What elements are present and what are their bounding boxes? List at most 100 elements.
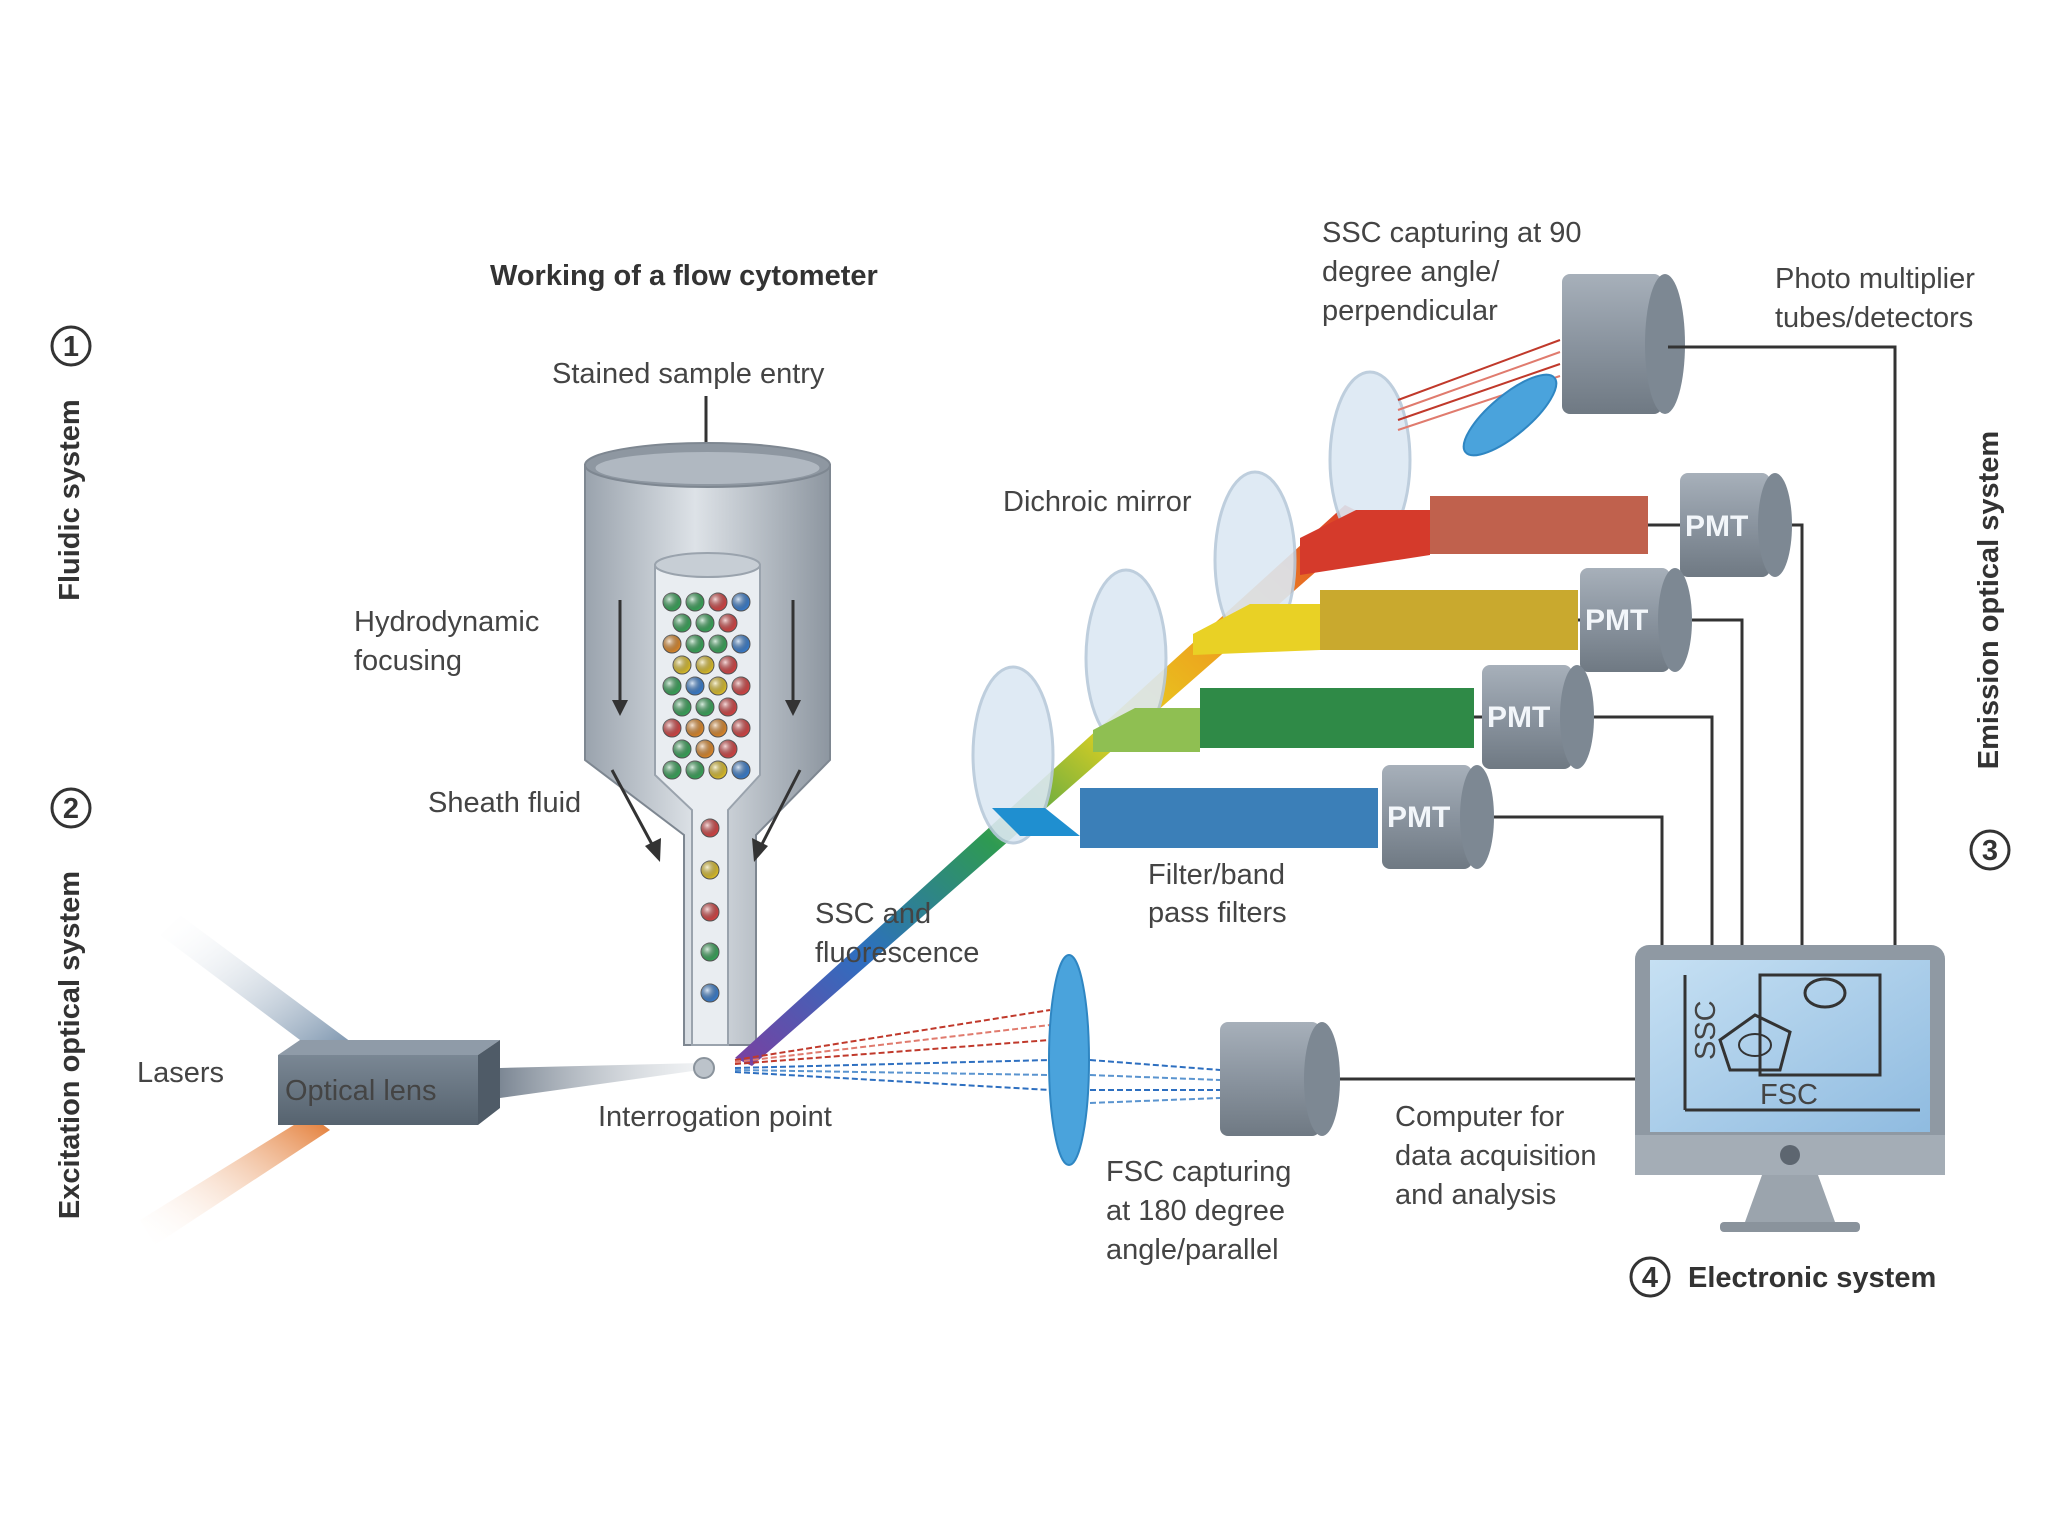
laser-beam-orange — [140, 1115, 330, 1245]
plot-y-label: SSC — [1690, 1000, 1722, 1060]
pmt-label-red: PMT — [1685, 510, 1748, 543]
hydrodynamic-label-line1: Hydrodynamic — [354, 606, 539, 638]
fsc-detector — [1220, 1022, 1340, 1136]
stained-cell-highlight — [719, 740, 737, 758]
stained-cell-highlight — [709, 635, 727, 653]
stained-cell-highlight — [732, 761, 750, 779]
plot-gate-rect — [1758, 973, 1882, 1077]
stained-cell-highlight — [701, 903, 719, 921]
stained-cell-highlight — [732, 719, 750, 737]
ssc-capture-label-line1: SSC capturing at 90 — [1322, 217, 1582, 249]
stained-cell-highlight — [701, 861, 719, 879]
stained-sample-entry-label: Stained sample entry — [552, 358, 825, 390]
pmt-detectors-label-line1: Photo multiplier — [1775, 263, 1975, 295]
sheath-fluid-label: Sheath fluid — [428, 787, 581, 819]
stained-cell-highlight — [673, 740, 691, 758]
stained-cell-highlight — [686, 593, 704, 611]
stained-cell-highlight — [719, 656, 737, 674]
fluidic-system-text: Fluidic system — [54, 399, 86, 600]
stained-cell-highlight — [696, 614, 714, 632]
signal-wires — [1340, 345, 1897, 1081]
stained-cell-highlight — [696, 740, 714, 758]
dichroic-mirror-1 — [971, 665, 1055, 845]
stained-cell-highlight — [719, 614, 737, 632]
ssc-capture-label-line3: perpendicular — [1322, 295, 1498, 327]
stained-cell-highlight — [719, 698, 737, 716]
computer-label-line3: and analysis — [1395, 1179, 1556, 1211]
pmt-detector-yellow: PMT — [1580, 568, 1692, 672]
flow-cell: Stained sample entry — [552, 358, 831, 1046]
pmt-label-yellow: PMT — [1585, 604, 1648, 637]
pmt-label-green: PMT — [1487, 701, 1550, 734]
stained-cell-highlight — [701, 943, 719, 961]
fluidic-system-label: 1 Fluidic system — [50, 325, 92, 601]
stained-cell-highlight — [663, 635, 681, 653]
filter-label-line1: Filter/band — [1148, 859, 1285, 891]
stained-cell-highlight — [709, 677, 727, 695]
green-filter-band — [1200, 688, 1474, 748]
plot-x-label: FSC — [1760, 1079, 1818, 1111]
diagram-title: Working of a flow cytometer — [490, 260, 878, 292]
focused-laser-beam — [500, 1063, 700, 1098]
ssc-detector — [1397, 274, 1685, 457]
excitation-system-number: 2 — [63, 793, 79, 825]
fsc-capture-label-line2: at 180 degree — [1106, 1195, 1285, 1227]
computer-screen — [1650, 960, 1930, 1132]
emission-system-label: 3 Emission optical system — [1969, 431, 2011, 871]
pmt-detector-green: PMT — [1482, 665, 1594, 769]
electronic-system-number: 4 — [1642, 1262, 1658, 1294]
stained-cell-highlight — [686, 761, 704, 779]
plot-gate-ellipse — [1803, 977, 1847, 1009]
stained-cell-highlight — [686, 635, 704, 653]
computer-monitor: SSC FSC — [1635, 945, 1945, 1232]
interrogation-point-cell — [693, 1057, 715, 1079]
stained-cell-highlight — [663, 593, 681, 611]
power-button — [1780, 1145, 1800, 1165]
emission-bands — [992, 496, 1648, 848]
computer-label-line1: Computer for — [1395, 1101, 1565, 1133]
stained-cell-highlight — [709, 593, 727, 611]
plot-gate-pentagon — [1718, 1013, 1792, 1072]
pmt-detector-red: PMT — [1680, 473, 1792, 577]
stained-cell-highlight — [709, 719, 727, 737]
ssc-fluorescence-label-line1: SSC and — [815, 898, 931, 930]
pmt-detector-blue: PMT — [1382, 765, 1494, 869]
pmt-label-blue: PMT — [1387, 801, 1450, 834]
stained-cell-highlight — [673, 698, 691, 716]
laser-beams — [140, 915, 355, 1245]
ssc-fluorescence-label-line2: fluorescence — [815, 937, 979, 969]
interrogation-point-label: Interrogation point — [598, 1101, 832, 1133]
stained-cell-highlight — [663, 719, 681, 737]
focusing-arrow-right — [758, 769, 802, 849]
stained-cell-highlight — [732, 677, 750, 695]
excitation-system-text: Excitation optical system — [54, 871, 86, 1219]
stained-cell-highlight — [701, 984, 719, 1002]
stained-cell-highlight — [686, 719, 704, 737]
stained-cell-highlight — [673, 656, 691, 674]
blue-filter-band — [1080, 788, 1378, 848]
stained-cell-highlight — [701, 819, 719, 837]
fsc-capture-label-line3: angle/parallel — [1106, 1234, 1279, 1266]
stained-cell-highlight — [663, 677, 681, 695]
stained-cell-highlight — [732, 635, 750, 653]
stained-cell-highlight — [673, 614, 691, 632]
hydrodynamic-label-line2: focusing — [354, 645, 462, 677]
ssc-lens — [1462, 373, 1558, 457]
fluidic-system-number: 1 — [63, 331, 79, 363]
stained-cell-highlight — [696, 656, 714, 674]
stained-cell-highlight — [663, 761, 681, 779]
excitation-system-label: 2 Excitation optical system — [50, 787, 92, 1219]
ssc-capture-label-line2: degree angle/ — [1322, 256, 1500, 288]
computer-label-line2: data acquisition — [1395, 1140, 1597, 1172]
emission-system-text: Emission optical system — [1973, 431, 2005, 769]
fsc-lens — [1048, 954, 1090, 1166]
stained-cells — [662, 592, 751, 1003]
dichroic-mirror-label: Dichroic mirror — [1003, 486, 1192, 518]
fsc-capture-label-line1: FSC capturing — [1106, 1156, 1291, 1188]
focusing-arrow-left — [610, 769, 656, 849]
laser-beam-blue — [160, 915, 355, 1055]
pmt-detectors-label-line2: tubes/detectors — [1775, 302, 1973, 334]
filter-label-line2: pass filters — [1148, 897, 1287, 929]
yellow-filter-band — [1320, 590, 1578, 650]
